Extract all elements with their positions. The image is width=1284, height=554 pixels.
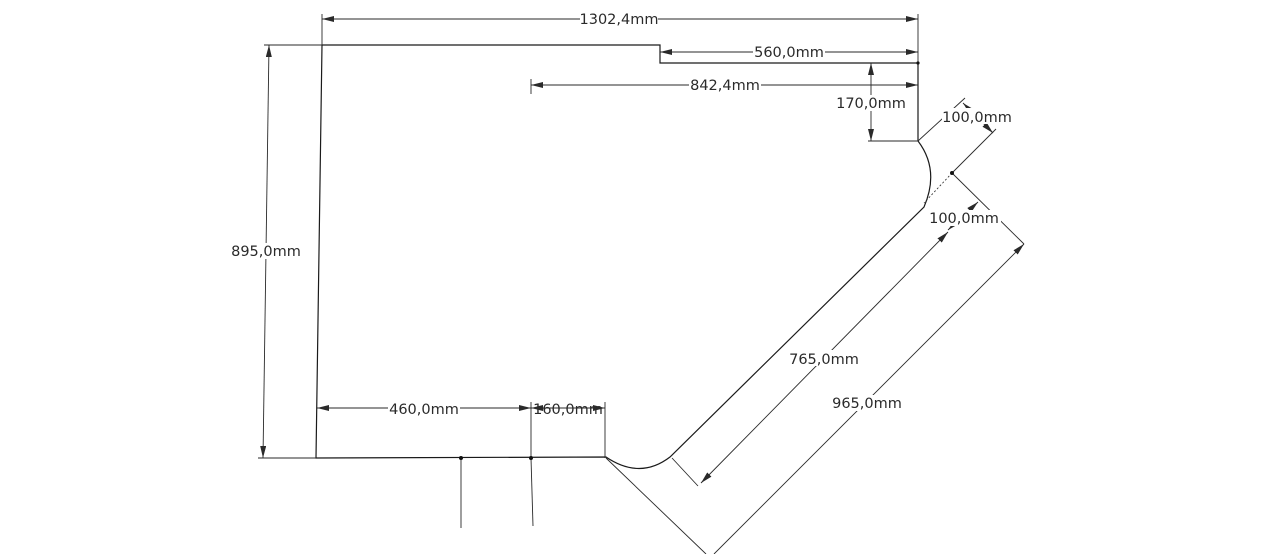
dim-corner-radius-top-label: 100,0mm <box>942 110 1012 126</box>
corner-guide-dashed <box>923 172 953 204</box>
reference-point-top <box>916 61 920 65</box>
reference-line-right <box>530 457 534 527</box>
dim-diagonal-inner: 765,0mm <box>671 231 949 487</box>
dim-top-right-segment-label: 560,0mm <box>754 45 824 61</box>
dim-total-width: 1302,4mm <box>321 11 919 63</box>
shape-outline <box>315 44 932 469</box>
reference-point-right <box>529 456 533 460</box>
dim-left-height-label: 895,0mm <box>231 244 301 260</box>
dim-corner-radius-bottom-label: 100,0mm <box>929 211 999 227</box>
dim-diagonal-outer-label: 965,0mm <box>832 396 902 412</box>
dim-top-right-segment: 560,0mm <box>660 44 918 61</box>
dim-bottom-mid-label: 160,0mm <box>533 402 603 418</box>
dim-inner-offset: 842,4mm <box>530 77 918 94</box>
dim-inner-offset-label: 842,4mm <box>690 78 760 94</box>
dim-total-width-label: 1302,4mm <box>580 12 659 28</box>
dim-diagonal-outer: 965,0mm <box>605 243 1025 554</box>
dim-diagonal-inner-label: 765,0mm <box>789 352 859 368</box>
dim-bottom-left: 460,0mm <box>317 400 532 458</box>
dim-corner-radius-bottom: 100,0mm <box>929 201 1001 231</box>
reference-point-corner <box>950 171 954 175</box>
reference-point-left <box>459 456 463 460</box>
dim-right-height-label: 170,0mm <box>836 96 906 112</box>
corner-guide-diagonal <box>951 172 1025 245</box>
dim-bottom-mid: 160,0mm <box>531 402 606 458</box>
dim-right-height: 170,0mm <box>835 63 918 142</box>
dim-corner-radius-top: 100,0mm <box>917 97 1014 174</box>
dim-bottom-left-label: 460,0mm <box>389 402 459 418</box>
dim-left-height: 895,0mm <box>230 44 322 459</box>
